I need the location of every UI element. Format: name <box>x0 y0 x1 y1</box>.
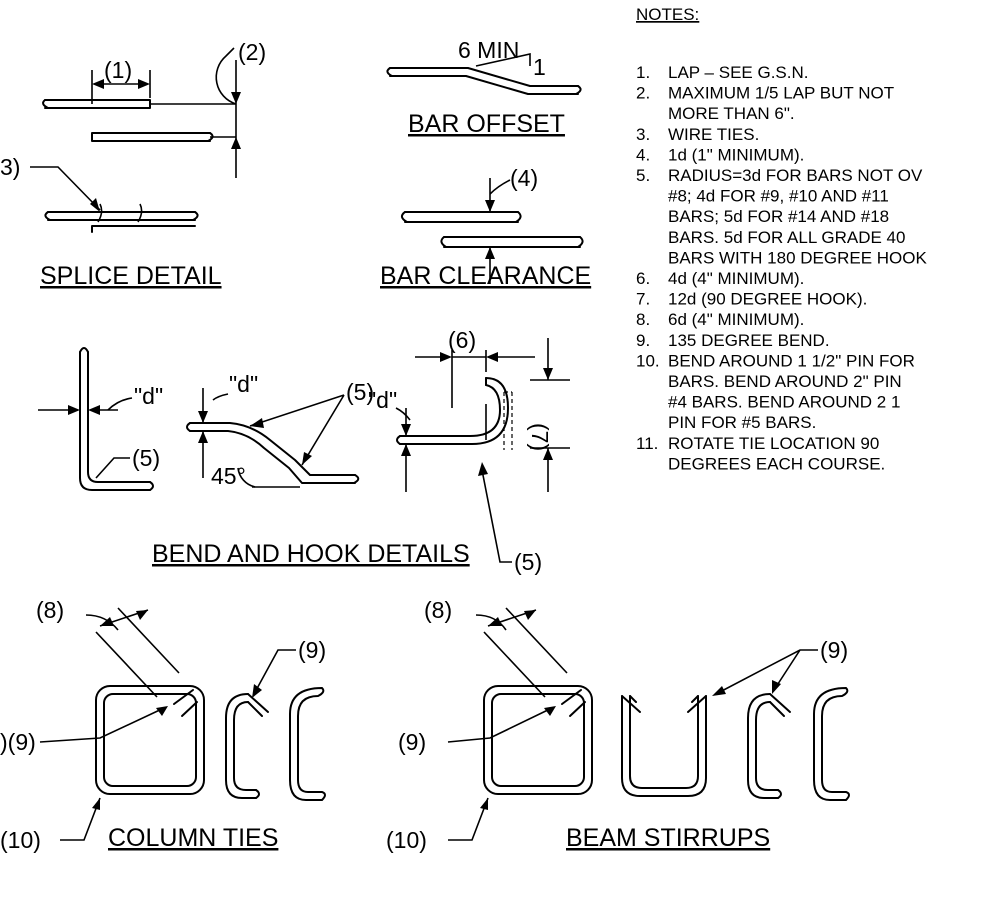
label-angle: 45° <box>211 463 246 489</box>
notes-panel: NOTES: 1. LAP – SEE G.S.N. 2. MAXIMUM 1/5 L… <box>636 5 927 473</box>
note-number: 3. <box>636 125 650 144</box>
label-clearance: (4) <box>510 165 538 191</box>
note-text: 4d (4" MINIMUM). <box>668 269 804 288</box>
column-ties <box>39 607 326 841</box>
note-text: BEND AROUND 1 1/2" PIN FOR <box>668 351 915 370</box>
beam-stirrups <box>447 607 850 841</box>
note-text: 12d (90 DEGREE HOOK). <box>668 290 867 309</box>
label-radius-a: (5) <box>132 445 160 471</box>
note-number: 6. <box>636 269 650 288</box>
label-tie-ext-col: (8) <box>36 597 64 623</box>
note-text: RADIUS=3d FOR BARS NOT OV <box>668 166 923 185</box>
label-tie-bend-col-right: (9) <box>298 637 326 663</box>
title-bend-hook: BEND AND HOOK DETAILS <box>152 540 470 568</box>
label-d-2: "d" <box>229 371 258 397</box>
note-number: 2. <box>636 84 650 103</box>
label-offset-rise: 1 <box>533 54 546 80</box>
label-d-3: "d" <box>368 387 397 413</box>
note-number: 5. <box>636 166 650 185</box>
label-wire-ties: 3) <box>0 154 20 180</box>
note-text: PIN FOR #5 BARS. <box>668 413 816 432</box>
note-text: 135 DEGREE BEND. <box>668 331 830 350</box>
note-text: 6d (4" MINIMUM). <box>668 310 804 329</box>
label-tie-bend-col-left: )(9) <box>0 729 36 755</box>
note-text: LAP – SEE G.S.N. <box>668 63 808 82</box>
notes-heading: NOTES: <box>636 5 699 24</box>
note-text: BARS; 5d FOR #14 AND #18 <box>668 207 889 226</box>
note-number: 7. <box>636 290 650 309</box>
label-tie-ext-beam: (8) <box>424 597 452 623</box>
label-radius-c: (5) <box>514 549 542 575</box>
note-number: 1. <box>636 63 650 82</box>
label-lap: (1) <box>104 57 132 83</box>
note-number: 4. <box>636 145 650 164</box>
note-text: MORE THAN 6". <box>668 104 795 123</box>
dimension-labels: (1) (2) 3) 6 MIN 1 (4) "d" "d" "d" (5) (… <box>0 37 848 853</box>
label-offset-run: 6 MIN <box>458 37 519 63</box>
bar-offset <box>386 53 582 95</box>
title-beam-stirrups: BEAM STIRRUPS <box>566 824 770 852</box>
note-text: ROTATE TIE LOCATION 90 <box>668 434 879 453</box>
label-tie-bend-beam-right: (9) <box>820 637 848 663</box>
note-number: 10. <box>636 351 660 370</box>
label-tie-pin-beam: (10) <box>386 827 427 853</box>
note-number: 11. <box>636 434 658 453</box>
note-text: BARS WITH 180 DEGREE HOOK <box>668 248 927 267</box>
bend-hook-details <box>38 338 570 563</box>
bar-clearance <box>401 178 584 284</box>
title-splice-detail: SPLICE DETAIL <box>40 262 222 290</box>
note-text: MAXIMUM 1/5 LAP BUT NOT <box>668 84 894 103</box>
label-hook-90: (7) <box>527 423 553 451</box>
title-bar-offset: BAR OFFSET <box>408 110 565 138</box>
note-text: WIRE TIES. <box>668 125 759 144</box>
note-number: 9. <box>636 331 650 350</box>
notes-list: 1. LAP – SEE G.S.N. 2. MAXIMUM 1/5 LAP BUT … <box>636 63 927 473</box>
note-text: BARS. 5d FOR ALL GRADE 40 <box>668 228 905 247</box>
label-hook-ext: (6) <box>448 327 476 353</box>
label-radius-b: (5) <box>346 379 374 405</box>
note-text: DEGREES EACH COURSE. <box>668 454 885 473</box>
detail-titles: SPLICE DETAIL BAR OFFSET BAR CLEARANCE B… <box>40 110 770 852</box>
note-number: 8. <box>636 310 650 329</box>
label-tie-pin-col: (10) <box>0 827 41 853</box>
note-text: #4 BARS. BEND AROUND 2 1 <box>668 393 900 412</box>
splice-detail <box>30 47 241 233</box>
title-bar-clearance: BAR CLEARANCE <box>380 262 591 290</box>
label-tie-bend-beam-left: (9) <box>398 729 426 755</box>
label-d-1: "d" <box>134 383 163 409</box>
note-text: 1d (1" MINIMUM). <box>668 145 804 164</box>
label-max-lap: (2) <box>238 39 266 65</box>
note-text: BARS. BEND AROUND 2" PIN <box>668 372 902 391</box>
note-text: #8; 4d FOR #9, #10 AND #11 <box>668 187 889 206</box>
title-column-ties: COLUMN TIES <box>108 824 278 852</box>
